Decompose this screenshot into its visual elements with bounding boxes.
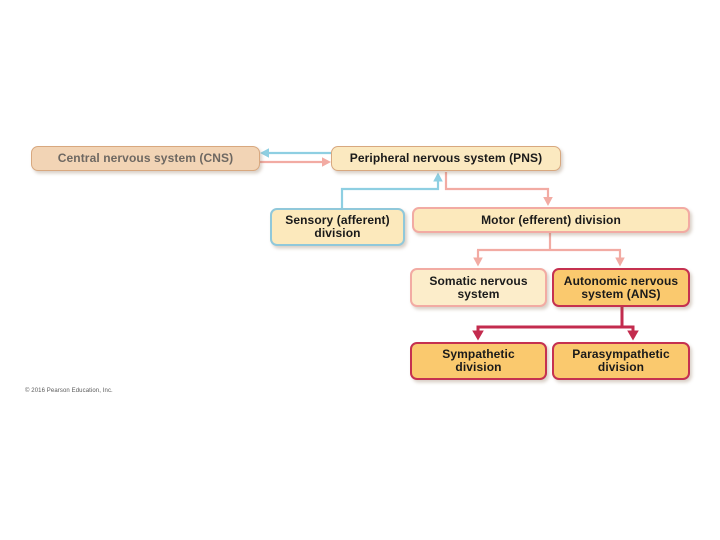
arrow-pns-to-motor-line <box>444 172 550 200</box>
box-sympathetic-division: Sympathetic division <box>410 342 547 380</box>
box-label-group: Parasympathetic division <box>572 348 670 374</box>
ans-branch-lines <box>476 307 635 333</box>
box-label: Parasympathetic <box>572 347 670 361</box>
copyright-notice: © 2016 Pearson Education, Inc. <box>25 388 113 394</box>
arrow-motor-to-somatic-head <box>473 257 483 267</box>
motor-branch-lines <box>476 233 622 259</box>
box-sensory-afferent-division: Sensory (afferent) division <box>270 208 405 246</box>
box-label: Central nervous system (CNS) <box>57 151 234 165</box>
box-label-group: Sympathetic division <box>442 348 514 374</box>
arrow-cns-to-pns-head <box>322 157 331 167</box>
arrow-sensory-to-pns-head <box>433 172 443 182</box>
box-label-group: Autonomic nervous system (ANS) <box>563 273 679 301</box>
arrow-ans-to-parasympathetic-head <box>627 330 639 341</box>
box-label: Somatic nervous <box>429 273 528 288</box>
arrow-sensory-to-pns-line <box>340 179 440 208</box>
box-peripheral-nervous-system: Peripheral nervous system (PNS) <box>331 146 561 171</box>
box-label: Motor (efferent) division <box>481 212 621 227</box>
box-label: Sensory (afferent) <box>285 213 390 227</box>
box-label: division <box>597 360 645 374</box>
box-motor-efferent-division: Motor (efferent) division <box>412 207 690 233</box>
arrow-pns-to-motor-head <box>543 197 553 206</box>
arrow-motor-to-ans-head <box>615 257 625 267</box>
arrow-pns-to-cns-head <box>260 148 269 158</box>
box-label-group: Sensory (afferent) division <box>285 214 390 240</box>
box-label-group: Somatic nervous system <box>429 273 528 301</box>
arrow-ans-to-sympathetic-head <box>472 330 484 341</box>
box-parasympathetic-division: Parasympathetic division <box>552 342 690 380</box>
box-autonomic-nervous-system: Autonomic nervous system (ANS) <box>552 268 690 307</box>
box-label: Peripheral nervous system (PNS) <box>349 151 543 165</box>
box-somatic-nervous-system: Somatic nervous system <box>410 268 547 307</box>
box-label: system (ANS) <box>581 286 661 301</box>
box-label: Autonomic nervous <box>563 273 679 288</box>
box-label: division <box>455 360 502 374</box>
box-label: Sympathetic <box>442 347 515 361</box>
box-label: division <box>314 226 361 240</box>
box-central-nervous-system: Central nervous system (CNS) <box>31 146 260 171</box>
box-label: system <box>457 286 500 301</box>
